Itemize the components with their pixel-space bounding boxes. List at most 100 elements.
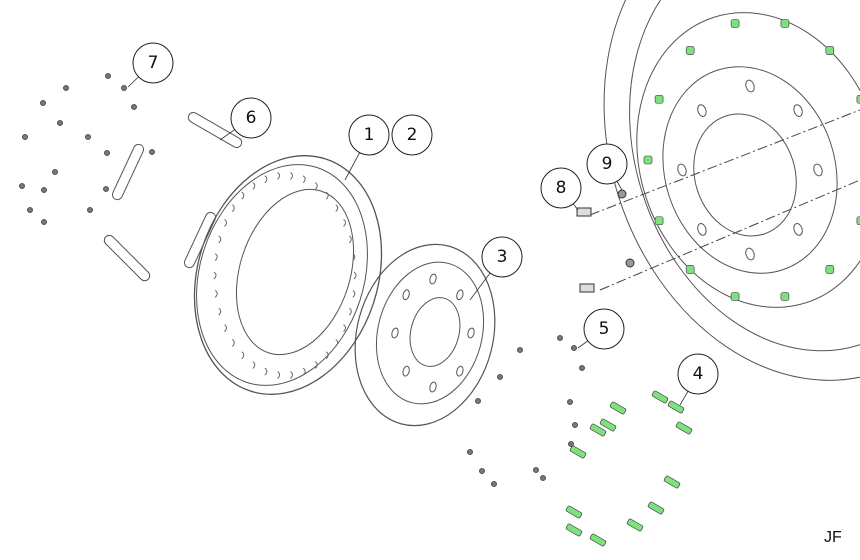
nut	[572, 422, 578, 428]
callout-label: 4	[693, 364, 704, 384]
assembled-bolt	[856, 216, 860, 226]
callout-circle	[132, 42, 174, 84]
callout-label: 7	[148, 53, 159, 73]
nut	[568, 441, 574, 447]
callout-circle	[540, 167, 582, 209]
green-bolt	[589, 423, 607, 437]
hat-hole	[745, 247, 755, 261]
disc-slot	[264, 367, 268, 376]
callout-5: 5	[583, 308, 625, 350]
assembled-hat-flange	[636, 12, 860, 308]
callout-label: 2	[407, 125, 418, 145]
disc-slot	[218, 307, 222, 316]
disc-slot	[241, 351, 245, 360]
callout-circle	[677, 353, 719, 395]
disc-slot	[314, 182, 318, 190]
hat-hole	[745, 79, 755, 93]
disc-slot	[302, 175, 306, 184]
callout-6: 6	[230, 97, 272, 139]
disc-slot	[353, 271, 357, 280]
assembled-rotor-outer	[603, 0, 860, 381]
bobbin	[187, 112, 243, 148]
nut	[497, 374, 503, 380]
bobbin	[103, 234, 151, 282]
disc-slot	[290, 172, 293, 180]
green-bolt	[667, 400, 685, 414]
hat-hole	[456, 365, 464, 377]
callout-label: 3	[497, 247, 508, 267]
disc-slot	[231, 204, 235, 212]
nut	[41, 187, 47, 193]
callout-label: 8	[556, 178, 567, 198]
hat-face	[375, 261, 485, 405]
assembled-bolt	[730, 292, 740, 301]
hat-bore	[409, 297, 461, 367]
green-bolt	[589, 533, 607, 547]
green-bolt	[626, 518, 644, 532]
disc-slot	[213, 271, 217, 280]
disc-slot	[290, 371, 293, 379]
green-bolt	[675, 421, 693, 435]
callout-circle	[586, 143, 628, 185]
nut	[579, 365, 585, 371]
hat-hole	[391, 327, 399, 339]
callout-circle	[230, 97, 272, 139]
hat-hole	[429, 273, 437, 285]
hat-hole	[793, 223, 803, 236]
disc-slot	[335, 204, 339, 212]
nut	[41, 219, 47, 225]
disc-slot	[214, 253, 218, 261]
callout-circle	[583, 308, 625, 350]
assembled-bolt	[685, 265, 695, 274]
hat-hole	[697, 223, 707, 236]
nut-9	[617, 189, 627, 199]
assembled-bolt	[825, 265, 835, 274]
nut	[87, 207, 93, 213]
nut	[27, 207, 33, 213]
disc-slot	[343, 218, 347, 227]
assembled-hat-face	[662, 66, 838, 274]
disc-slot	[252, 182, 256, 190]
green-bolt	[609, 401, 627, 415]
hat-hole	[402, 365, 410, 377]
assembled-bolt	[654, 216, 664, 226]
nut	[540, 475, 546, 481]
disc-slot	[252, 361, 256, 369]
disc-slot	[352, 289, 356, 298]
disc-slot	[224, 324, 227, 332]
disc-slot	[302, 367, 306, 376]
nut	[571, 345, 577, 351]
hat-hole	[456, 289, 464, 301]
screw	[579, 283, 595, 293]
callout-circle	[348, 114, 390, 156]
bobbin	[183, 211, 217, 269]
disc-slot	[224, 218, 227, 227]
assembled-bolt	[730, 19, 740, 28]
assembled-bolt	[654, 94, 664, 104]
hat-hole	[429, 381, 437, 393]
nut	[517, 347, 523, 353]
disc-ring-outer	[193, 155, 383, 395]
callout-label: 5	[599, 319, 610, 339]
disc-slot	[325, 351, 329, 360]
assembled-bolt	[856, 94, 860, 104]
green-bolt	[565, 505, 583, 519]
disc-ring-face	[196, 164, 368, 386]
disc-slot	[325, 191, 329, 200]
screw-8	[576, 207, 592, 217]
green-bolt	[599, 418, 617, 432]
nut	[149, 149, 155, 155]
callout-circle	[391, 114, 433, 156]
callout-2: 2	[391, 114, 433, 156]
callout-4: 4	[677, 353, 719, 395]
callout-circle	[481, 236, 523, 278]
nut	[557, 335, 563, 341]
disc-slot	[241, 191, 245, 200]
hat-hole	[402, 289, 410, 301]
callout-7: 7	[132, 42, 174, 84]
disc-slot	[231, 338, 235, 347]
callout-1: 1	[348, 114, 390, 156]
disc-slot	[277, 172, 281, 180]
